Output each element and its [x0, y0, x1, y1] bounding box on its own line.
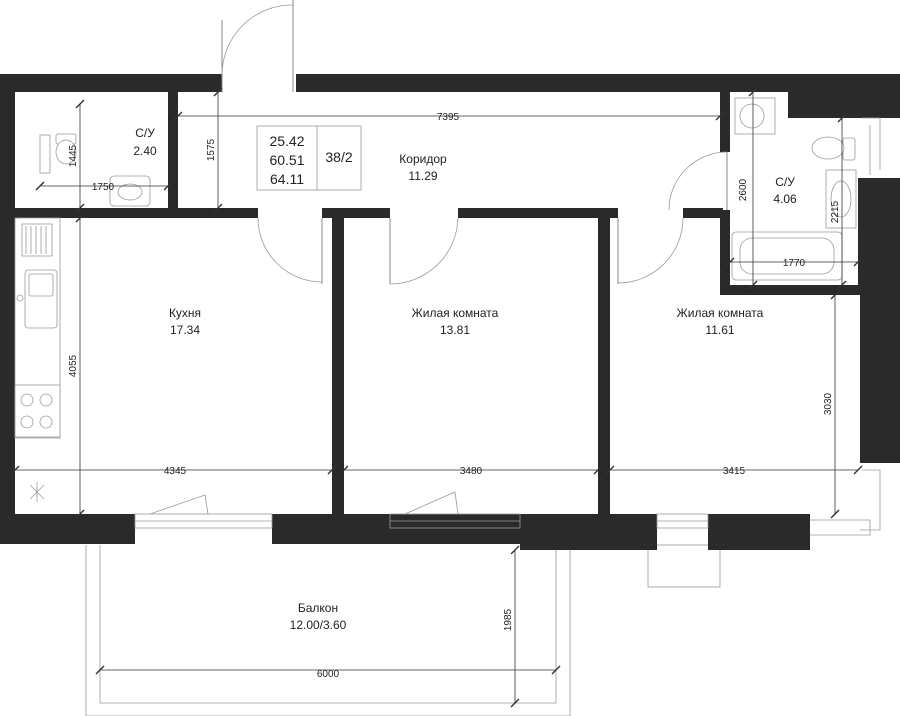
room-labels: С/У 2.40 Коридор 11.29 С/У 4.06 Кухня 17… — [133, 126, 797, 632]
windows — [134, 117, 881, 536]
boiler-icon — [29, 482, 45, 502]
living-room-1-area: 13.81 — [440, 323, 470, 337]
entrance-door — [221, 0, 294, 92]
total-area-value: 60.51 — [269, 152, 304, 168]
living2-door — [617, 217, 684, 284]
dim-kitchen-width: 4345 — [164, 466, 187, 477]
dim-balcony-depth: 1985 — [503, 608, 514, 631]
balcony-name: Балкон — [298, 601, 338, 615]
interior-walls — [15, 92, 862, 515]
living-room-2-name: Жилая комната — [677, 306, 764, 320]
dim-bath2-inner-height: 2215 — [830, 200, 841, 223]
bathroom2-door — [668, 151, 728, 211]
kitchen-sink-icon — [16, 269, 58, 329]
sink-icon — [734, 97, 776, 135]
stove-icon — [14, 384, 61, 438]
kitchen-door — [257, 217, 323, 284]
apartment-code: 38/2 — [325, 149, 352, 165]
dim-kitchen-depth: 4055 — [68, 354, 79, 377]
sink-icon — [39, 134, 151, 207]
dimension-lines — [10, 87, 863, 708]
bathroom-1-area: 2.40 — [133, 144, 157, 158]
balcony-area: 12.00/3.60 — [290, 618, 347, 632]
exterior-walls — [0, 74, 900, 550]
dim-balcony-width: 6000 — [317, 669, 340, 680]
area-summary-box: 25.42 60.51 64.11 38/2 — [256, 125, 362, 191]
living1-door — [389, 217, 459, 285]
kitchen-area: 17.34 — [170, 323, 200, 337]
toilet-icon — [55, 133, 77, 165]
dim-living1-width: 3480 — [460, 466, 483, 477]
corridor-area: 11.29 — [408, 169, 437, 183]
bathtub-icon — [731, 231, 843, 281]
washing-machine-icon — [825, 169, 857, 229]
corridor-name: Коридор — [399, 152, 447, 166]
bathroom-2-area: 4.06 — [773, 192, 797, 206]
bathroom-2-name: С/У — [775, 175, 795, 189]
dim-bath1-height: 1445 — [68, 144, 79, 167]
balcony-outline — [85, 544, 721, 716]
living-area-value: 25.42 — [269, 133, 304, 149]
balcony-doors — [149, 491, 459, 515]
dim-corridor-length: 7395 — [437, 112, 460, 123]
bathroom-1-name: С/У — [135, 126, 155, 140]
toilet-icon — [811, 136, 856, 161]
dim-bath2-width: 1770 — [783, 258, 806, 269]
kitchen-name: Кухня — [169, 306, 201, 320]
living-room-2-area: 11.61 — [705, 323, 734, 337]
dimension-labels: 1445 1750 1575 7395 2600 2215 1770 4055 … — [68, 112, 841, 680]
dim-bath2-height: 2600 — [738, 178, 749, 201]
dim-bath1-width: 1750 — [92, 182, 115, 193]
living-room-1-name: Жилая комната — [412, 306, 499, 320]
area-with-balcony-value: 64.11 — [270, 171, 304, 187]
dim-entry-depth: 1575 — [206, 138, 217, 161]
dim-living2-width: 3415 — [723, 466, 746, 477]
dim-living2-depth: 3030 — [823, 392, 834, 415]
